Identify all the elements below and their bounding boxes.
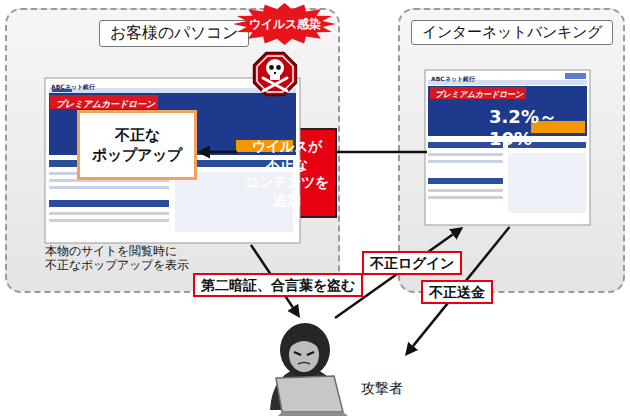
web-screenshot-art	[531, 121, 585, 133]
virus-skull-icon	[270, 73, 280, 80]
popup-box: 不正な ポップアップ	[77, 110, 197, 180]
alert-text: ウイルスが 不正な コンテンツを 追加	[242, 137, 332, 209]
web-screenshot-art	[49, 200, 169, 207]
web-screenshot-art	[49, 212, 169, 215]
flow-arrow	[413, 227, 509, 346]
rate-text: 3.2%～10%	[489, 106, 592, 150]
banner-text: プレミアムカードローン	[56, 99, 155, 110]
flow-arrow	[337, 151, 427, 154]
burst-badge: ウイルス感染	[232, 2, 337, 46]
badge-text: ウイルス感染	[249, 17, 321, 32]
web-screenshot-art	[428, 153, 503, 156]
edge-label: 不正ログイン	[362, 251, 462, 275]
virus-skull-icon	[257, 56, 293, 92]
web-screenshot-art	[428, 80, 587, 85]
web-screenshot-art	[430, 87, 526, 99]
caption-note: 本物のサイトを閲覧時に 不正なポップアップを表示	[45, 244, 215, 272]
web-screenshot-art	[49, 93, 296, 155]
web-screenshot-art	[428, 189, 503, 192]
web-screenshot-art	[49, 186, 169, 189]
region-heading: お客様のパソコン	[99, 20, 249, 47]
web-screenshot-art	[175, 160, 293, 167]
web-screenshot-art	[428, 196, 503, 199]
web-screenshot-art	[49, 219, 169, 222]
edge-label: 不正送金	[421, 280, 493, 304]
bank-logo: ABCネット銀行	[51, 83, 95, 90]
web-screenshot-art	[428, 160, 503, 163]
web-screenshot-art	[428, 178, 503, 184]
attacker-illustration	[280, 323, 330, 377]
web-screenshot-art	[49, 172, 169, 175]
web-screenshot-art	[428, 142, 503, 148]
web-screenshot-art	[45, 78, 300, 243]
web-screenshot-art	[175, 172, 293, 232]
attacker-label: 攻撃者	[361, 379, 403, 397]
edge-label: 第二暗証、合言葉を盗む	[193, 273, 363, 297]
web-screenshot-art	[236, 140, 293, 152]
web-screenshot-art	[50, 95, 158, 109]
web-screenshot-art	[425, 70, 590, 225]
virus-skull-icon	[254, 53, 296, 95]
web-screenshot-art	[428, 86, 587, 136]
attacker-illustration	[294, 352, 301, 355]
web-screenshot-art	[49, 160, 169, 167]
alert-box: ウイルスが 不正な コンテンツを 追加	[237, 128, 337, 218]
virus-skull-icon	[254, 53, 296, 95]
popup-text: 不正な ポップアップ	[84, 125, 190, 165]
web-screenshot-art	[565, 73, 586, 79]
attacker-illustration	[298, 363, 310, 365]
virus-skull-icon	[269, 65, 274, 70]
bank-logo: ABCネット銀行	[431, 75, 475, 82]
banner-text: プレミアムカードローン	[435, 90, 523, 100]
attacker-illustration	[270, 323, 348, 416]
flow-arrow	[210, 151, 237, 154]
attacker-illustration	[276, 376, 343, 412]
attacker-illustration	[278, 412, 348, 416]
burst-shape	[233, 3, 336, 45]
web-screenshot-art	[508, 142, 586, 148]
web-screenshot-art	[508, 153, 586, 213]
region-heading: インターネットバンキング	[411, 20, 613, 45]
virus-skull-icon	[274, 72, 276, 74]
attacker-illustration	[289, 335, 319, 349]
web-screenshot-art	[52, 89, 72, 92]
virus-skull-icon	[276, 65, 281, 70]
web-screenshot-art	[45, 78, 300, 243]
attacker-illustration	[307, 352, 314, 355]
web-screenshot-art	[49, 179, 169, 182]
web-screenshot-art	[425, 70, 590, 225]
